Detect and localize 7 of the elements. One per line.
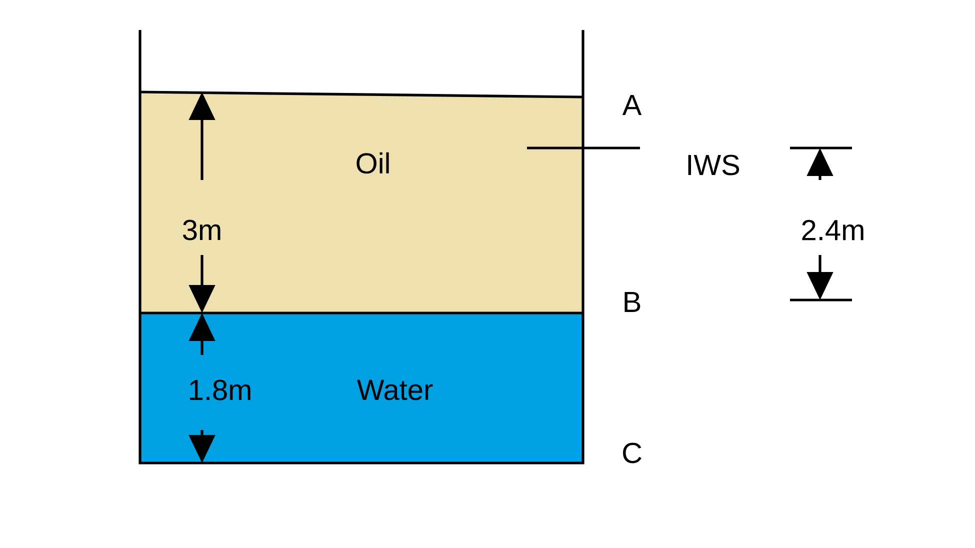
- dimension-label: 1.8m: [190, 380, 250, 400]
- level-label: IWS: [688, 154, 740, 176]
- point-label: C: [623, 442, 642, 464]
- point-label: A: [622, 95, 642, 115]
- point-label: B: [624, 292, 640, 312]
- dimension-label: 3m: [182, 220, 220, 240]
- dimension-label: 2.4m: [802, 220, 864, 240]
